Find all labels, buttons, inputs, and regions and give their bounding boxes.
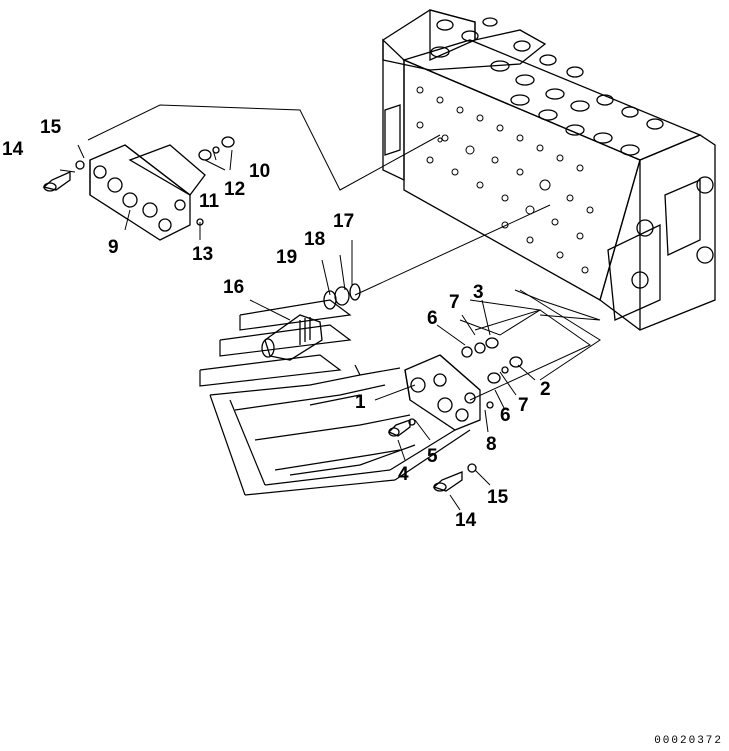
port-holes [431,18,663,155]
callout-19: 19 [276,247,298,268]
bolt-14-lower [434,472,462,491]
part-13 [197,219,203,225]
part-12 [213,147,219,153]
front-face-holes [417,87,593,273]
callout-14b: 14 [455,510,477,531]
washer-15-lower [468,464,476,472]
main-valve-body [383,10,715,330]
leader-lines [60,105,600,510]
callout-7b: 7 [518,395,529,416]
callout-11: 11 [199,191,220,212]
ring-18 [335,287,349,305]
cartridge-16 [262,315,322,360]
part-10 [222,137,234,147]
callout-6b: 6 [500,405,511,426]
callout-16: 16 [223,277,245,298]
callout-15b: 15 [487,487,509,508]
callout-2: 2 [540,379,551,400]
part-11 [199,150,211,160]
document-number: 00020372 [654,735,723,747]
callout-14a: 14 [2,139,24,160]
callout-5: 5 [427,446,438,467]
oring-17 [350,284,360,300]
seal-stack [324,284,360,309]
callout-8: 8 [486,434,497,455]
callout-10: 10 [249,161,271,182]
callout-6a: 6 [427,308,438,329]
bolt-4 [389,420,410,436]
callout-7a: 7 [449,292,460,313]
callout-4: 4 [398,464,409,485]
callout-3: 3 [473,282,484,303]
bolt-14-upper [44,172,70,191]
callout-9: 9 [108,237,119,258]
callout-1: 1 [355,392,366,413]
lower-right-valve-assembly [389,338,522,491]
upper-left-valve-assembly [44,137,234,240]
washer-15-upper [76,161,84,169]
callout-15a: 15 [40,117,62,138]
support-frame-outline [200,300,470,495]
callout-13: 13 [192,244,214,265]
callout-17: 17 [333,211,355,232]
callout-12: 12 [224,179,246,200]
callout-18: 18 [304,229,326,250]
